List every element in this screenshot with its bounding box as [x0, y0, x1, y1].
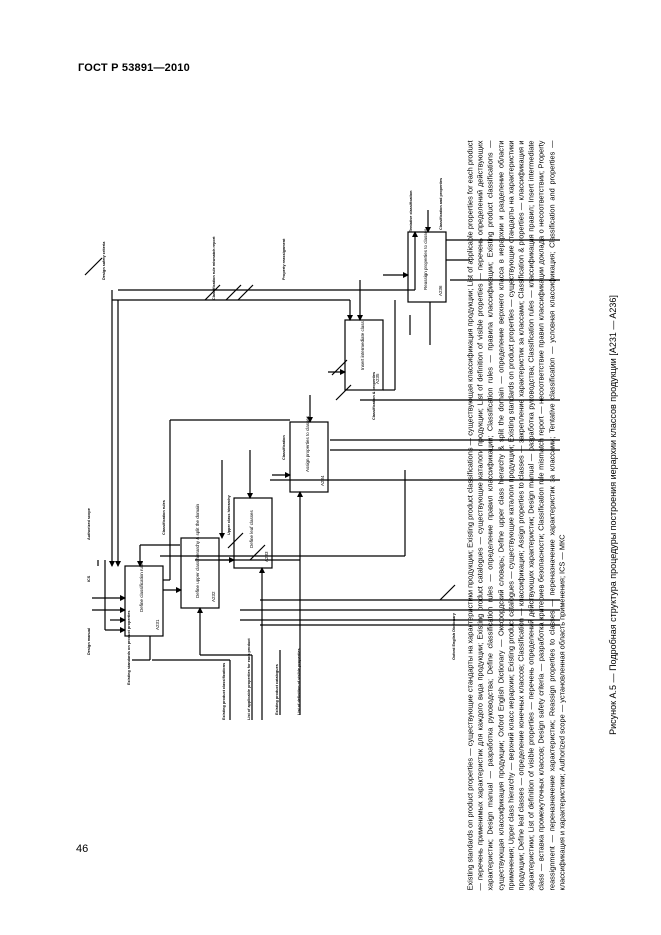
label-authorized-scope: Authorized scope [87, 508, 91, 540]
label-class-and-properties: Classification & properties [372, 372, 376, 420]
label-design-safety: Design safety criteria [102, 241, 106, 280]
label-upper-class: Upper class hierarchy [227, 494, 231, 535]
label-existing-standards: Existing standards on product properties [127, 611, 131, 685]
label-existing-classifications: Existing product classifications [222, 663, 226, 720]
label-oxford: Oxford English Dictionary [452, 612, 456, 660]
box-a236-title: Reassign properties to classes [423, 228, 428, 290]
box-a233 [233, 497, 273, 569]
box-a233-title: Define leaf classes [249, 509, 254, 548]
box-a234-title: Assign properties to classes [305, 415, 310, 472]
box-a232-id: A232 [211, 591, 216, 602]
label-classification-rules: Classification rules [162, 500, 166, 535]
box-a236-id: A236 [438, 285, 443, 296]
box-a233-id: A233 [264, 551, 269, 562]
label-property-reassignment: Property reassignment [282, 238, 286, 280]
figure-caption: Рисунок А.5 — Подробная структура процед… [608, 295, 618, 735]
document-header: ГОСТ Р 53891—2010 [78, 62, 190, 74]
box-a231-title: Define classification rules [139, 560, 144, 612]
box-a232-title: Define upper class hierarchy & split the… [195, 503, 200, 598]
label-class-props-out: Classification and properties [439, 178, 443, 230]
label-list-applicable: List of applicable properties for each p… [247, 638, 251, 720]
label-ics: ICS [87, 575, 91, 582]
label-classification: Classification [282, 435, 286, 460]
legend-paragraph: Existing standards on product properties… [465, 140, 566, 890]
label-design-manual: Design manual [87, 628, 91, 655]
box-a234-id: A234 [320, 475, 325, 486]
legend-text: Existing standards on product properties… [465, 140, 602, 890]
box-a235 [344, 319, 384, 391]
box-a235-id: A235 [375, 373, 380, 384]
box-a231 [124, 565, 164, 637]
label-list-definition: List of definition of visible properties [297, 648, 301, 715]
label-mismatch: Classification rule mismatch report [212, 236, 216, 300]
page-number: 46 [76, 843, 89, 855]
label-existing-catalogues: Existing product catalogues [275, 664, 279, 715]
box-a235-title: Insert intermediate class [360, 320, 365, 370]
label-tentative: Tentative classification [409, 190, 413, 232]
box-a231-id: A231 [155, 619, 160, 630]
